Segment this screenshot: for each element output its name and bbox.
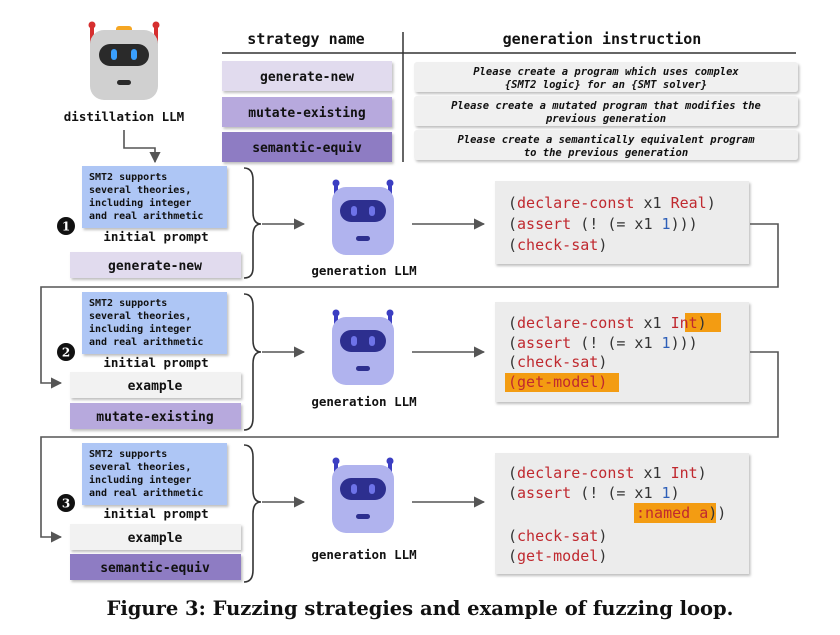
example-label: example — [128, 531, 183, 546]
prompt-line: several theories, — [89, 461, 191, 473]
code-box — [495, 181, 749, 264]
generation-robot-icon — [330, 307, 396, 387]
instruction-line: Please create a program which uses compl… — [473, 66, 739, 78]
prompt-line: including integer — [89, 323, 191, 335]
generation-llm-label: generation LLM — [311, 547, 416, 562]
table-row: semantic-equiv Please create a semantica… — [222, 130, 798, 162]
step-strategy-label: generate-new — [108, 259, 202, 274]
instruction-box — [414, 130, 798, 160]
prompt-box — [82, 443, 227, 505]
step-2: SMT2 supports several theories, includin… — [57, 292, 749, 431]
code-line: (assert (! (= x1 1))) — [508, 215, 698, 233]
initial-prompt-label: initial prompt — [103, 355, 208, 370]
example-box — [70, 372, 241, 398]
step-number-badge — [57, 217, 75, 235]
code-highlight — [634, 503, 716, 523]
instruction-line: previous generation — [545, 113, 666, 125]
prompt-line: SMT2 supports — [89, 298, 167, 309]
prompt-line: SMT2 supports — [89, 172, 167, 183]
step-number: 1 — [62, 220, 70, 234]
code-line: (assert (! (= x1 1) — [508, 484, 680, 502]
prompt-line: and real arithmetic — [89, 487, 203, 499]
step-number-badge — [57, 494, 75, 512]
group-brace — [243, 167, 262, 279]
generation-robot-icon — [330, 455, 396, 535]
initial-prompt-label: initial prompt — [103, 506, 208, 521]
strategy-chip — [222, 97, 392, 127]
distillation-robot-icon — [88, 21, 160, 100]
step-number: 2 — [62, 346, 70, 360]
prompt-line: and real arithmetic — [89, 210, 203, 222]
prompt-line: and real arithmetic — [89, 336, 203, 348]
step-number-badge — [57, 343, 75, 361]
generation-instruction-header: generation instruction — [503, 30, 702, 48]
instruction-line: Please create a semantically equivalent … — [457, 134, 755, 146]
code-line: (declare-const x1 Int) — [508, 314, 707, 332]
loop-arrow — [40, 223, 779, 389]
prompt-line: including integer — [89, 197, 191, 209]
prompt-line: including integer — [89, 474, 191, 486]
instruction-box — [414, 96, 798, 126]
generation-llm-label: generation LLM — [311, 263, 416, 278]
initial-prompt-label: initial prompt — [103, 229, 208, 244]
group-brace — [243, 293, 262, 431]
prompt-line: several theories, — [89, 184, 191, 196]
code-line: (check-sat) — [508, 527, 607, 545]
table-row: mutate-existing Please create a mutated … — [222, 96, 798, 127]
prompt-box — [82, 292, 227, 354]
instruction-line: {SMT2 logic} for an {SMT solver} — [505, 79, 707, 91]
code-line: (get-model) — [508, 373, 607, 391]
code-line: (declare-const x1 Int) — [508, 464, 707, 482]
step-strategy-label: mutate-existing — [96, 410, 213, 425]
example-box — [70, 524, 241, 550]
figure-caption: Figure 3: Fuzzing strategies and example… — [107, 597, 734, 620]
loop-arrow — [40, 351, 779, 543]
group-brace — [243, 444, 262, 583]
step-number: 3 — [62, 497, 70, 511]
strategy-chip — [70, 252, 241, 278]
table-row: generate-new Please create a program whi… — [222, 61, 798, 92]
instruction-box — [414, 62, 798, 92]
prompt-box — [82, 166, 227, 228]
strategy-chip — [70, 403, 241, 429]
prompt-line: several theories, — [89, 310, 191, 322]
code-line: (get-model) — [508, 547, 607, 565]
strategy-name: semantic-equiv — [252, 141, 362, 156]
strategy-name: mutate-existing — [248, 106, 365, 121]
distillation-llm-label: distillation LLM — [64, 109, 184, 124]
code-highlight — [505, 373, 619, 392]
strategy-chip — [70, 554, 241, 580]
code-line: (assert (! (= x1 1))) — [508, 334, 698, 352]
code-highlight — [685, 313, 721, 332]
instruction-line: to the previous generation — [524, 147, 688, 159]
strategy-name: generate-new — [260, 70, 354, 85]
example-label: example — [128, 379, 183, 394]
code-line: :named a)) — [636, 504, 726, 522]
strategy-chip — [222, 132, 392, 162]
code-line: (check-sat) — [508, 353, 607, 371]
generation-llm-label: generation LLM — [311, 394, 416, 409]
code-line: (check-sat) — [508, 236, 607, 254]
step-strategy-label: semantic-equiv — [100, 561, 210, 576]
instruction-line: Please create a mutated program that mod… — [451, 100, 761, 112]
distill-arrow — [123, 130, 161, 164]
generation-robot-icon — [330, 177, 396, 257]
prompt-line: SMT2 supports — [89, 449, 167, 460]
strategy-name-header: strategy name — [247, 30, 364, 48]
code-line: (declare-const x1 Real) — [508, 194, 716, 212]
step-1: SMT2 supports several theories, includin… — [57, 166, 749, 279]
strategy-chip — [222, 61, 392, 91]
step-3: SMT2 supports several theories, includin… — [57, 443, 749, 583]
